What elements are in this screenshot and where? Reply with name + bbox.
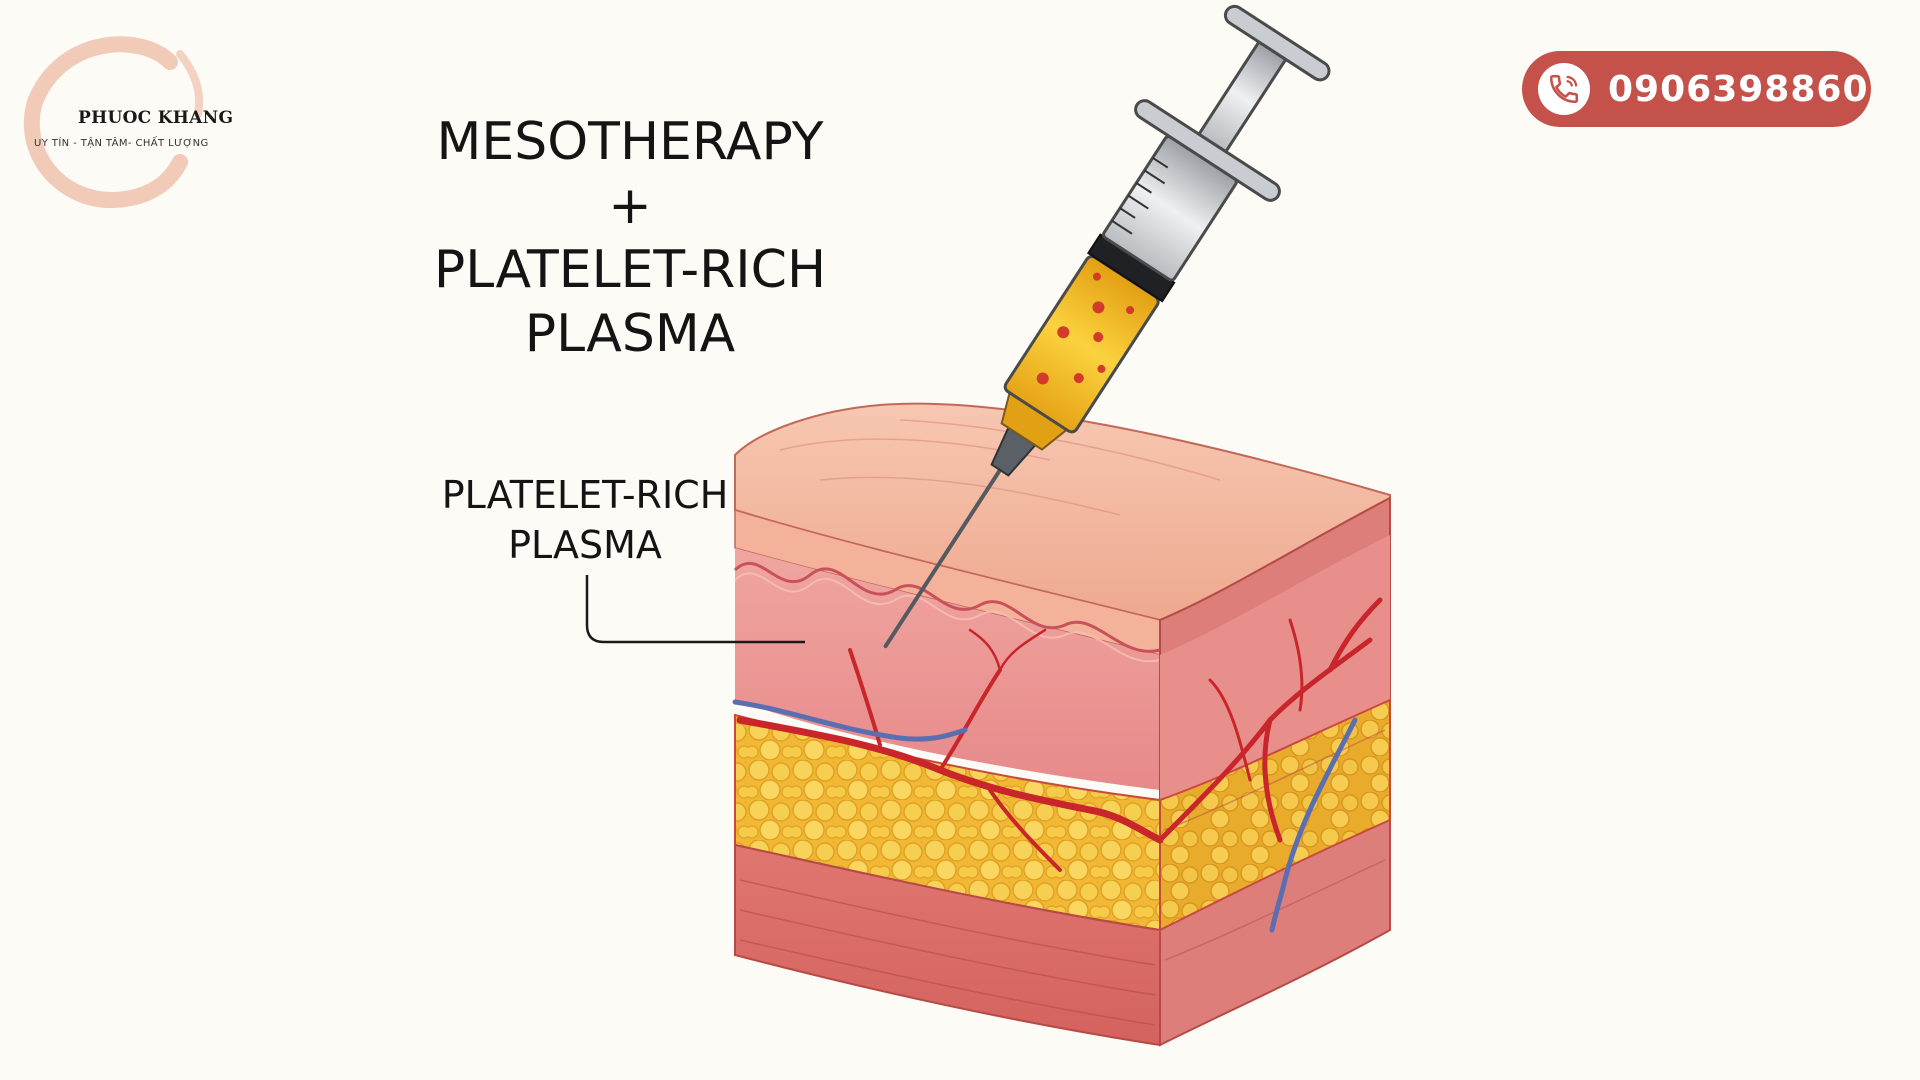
callout-label-prp: PLATELET-RICH PLASMA (420, 470, 750, 570)
skin-block-icon (732, 402, 1391, 1047)
logo-swoosh-icon (23, 36, 204, 209)
logo-name: PHUOC KHANG (78, 108, 234, 128)
phone-icon (1538, 63, 1590, 115)
callout-line: PLASMA (508, 523, 662, 567)
phone-button[interactable]: 0906398860 (1522, 51, 1871, 127)
phone-number: 0906398860 (1608, 68, 1869, 110)
callout-line: PLATELET-RICH (441, 473, 729, 517)
callout-leader-line (585, 575, 805, 644)
diagram-title: MESOTHERAPY + PLATELET-RICH PLASMA (400, 110, 860, 366)
logo-tagline: UY TÍN - TẬN TÂM- CHẤT LƯỢNG (34, 138, 209, 149)
title-line: PLASMA (524, 304, 736, 364)
brand-logo[interactable]: PHUOC KHANG UY TÍN - TẬN TÂM- CHẤT LƯỢNG (20, 32, 233, 212)
title-line: PLATELET-RICH (433, 240, 827, 300)
title-line: MESOTHERAPY (436, 112, 824, 172)
syringe-icon (883, 4, 1331, 649)
title-line: + (608, 176, 652, 236)
